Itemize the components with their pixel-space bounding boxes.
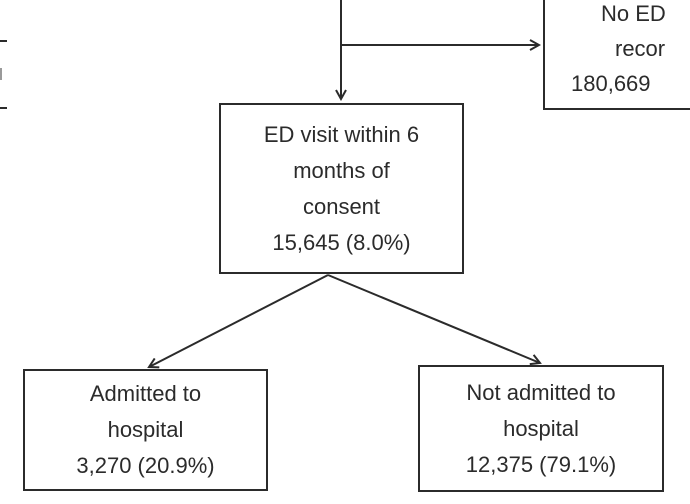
admitted-box: Admitted to hospital 3,270 (20.9%) <box>23 369 268 491</box>
left-edge-tick-bottom <box>0 107 7 109</box>
left-edge-tick-mid <box>0 68 2 80</box>
admitted-line-2: hospital <box>107 417 184 442</box>
no-ed-count: 180,669 <box>571 71 651 96</box>
not-admitted-line-1: Not admitted to <box>466 379 616 405</box>
no-ed-line-2: recor <box>615 36 666 61</box>
admitted-line-1: Admitted to <box>89 381 202 406</box>
admitted-count: 3,270 (20.9%) <box>76 453 215 478</box>
ed-visit-box: ED visit within 6 months of consent 15,6… <box>219 103 464 274</box>
not-admitted-line-2: hospital <box>503 415 579 441</box>
ed-visit-line-3: consent <box>302 193 381 219</box>
connector-to-admitted <box>149 274 329 367</box>
ed-visit-line-2: months of <box>293 157 390 183</box>
left-edge-tick-top <box>0 40 7 42</box>
ed-visit-count: 15,645 (8.0%) <box>272 229 411 255</box>
no-ed-line-1: No ED <box>601 1 666 26</box>
no-ed-visit-box: No ED recor 180,669 <box>543 0 690 110</box>
connector-to-not-admitted <box>327 274 540 363</box>
ed-visit-line-1: ED visit within 6 <box>263 121 420 147</box>
not-admitted-box: Not admitted to hospital 12,375 (79.1%) <box>418 365 664 492</box>
not-admitted-count: 12,375 (79.1%) <box>465 451 617 477</box>
